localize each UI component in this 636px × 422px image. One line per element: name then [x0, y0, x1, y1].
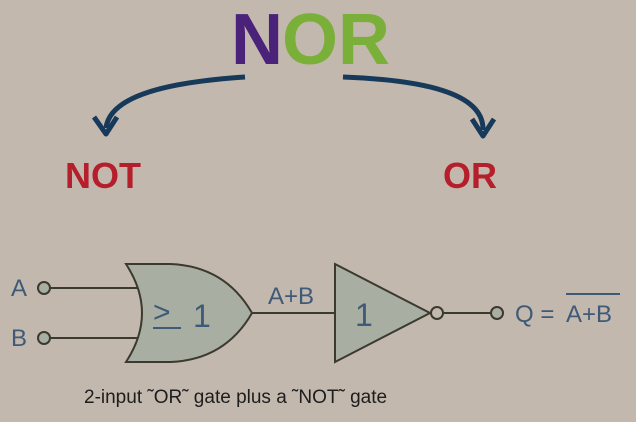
arrow-right-head-icon	[469, 117, 497, 139]
arrow-right	[342, 74, 486, 131]
input-a-label: A	[11, 275, 27, 302]
or-gate	[124, 263, 254, 363]
input-b-label: B	[11, 325, 27, 352]
label-or: OR	[443, 155, 497, 196]
inversion-bubble	[430, 306, 444, 320]
not-gate	[334, 262, 433, 364]
output-terminal	[490, 306, 504, 320]
title-letters-or: OR	[282, 0, 390, 80]
caption: 2-input ˜OR˜ gate plus a ˜NOT˜ gate	[84, 387, 387, 408]
or-gate-ge-symbol: >	[153, 296, 171, 329]
intermediate-label: A+B	[268, 283, 314, 310]
not-gate-number: 1	[355, 297, 373, 333]
title-letter-n: N	[231, 0, 283, 80]
output-expression: A+B	[566, 301, 612, 328]
label-not: NOT	[65, 155, 141, 196]
arrow-left	[103, 74, 246, 129]
input-a-terminal	[37, 281, 51, 295]
output-label: Q =	[515, 301, 554, 328]
input-b-terminal	[37, 331, 51, 345]
or-gate-number: 1	[193, 298, 211, 334]
arrow-left-head-icon	[91, 115, 120, 137]
